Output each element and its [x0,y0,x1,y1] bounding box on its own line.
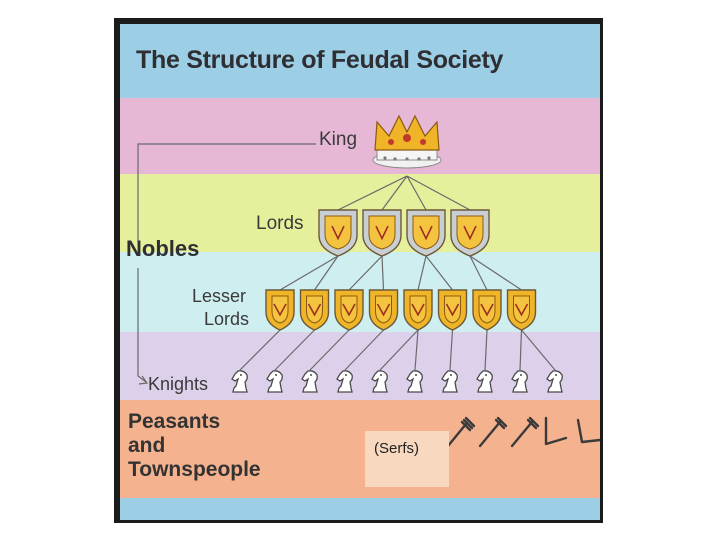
peasant-tool-icon [544,416,568,446]
king-label: King [319,129,358,150]
lords-band [120,174,600,252]
tools-row [446,416,600,448]
lesser-lord-shield-icon [506,289,537,331]
peasants-label-line3: Townspeople [128,458,261,481]
lesser-lords-label-line2: Lords [204,309,250,329]
peasants-label-line1: Peasants [128,410,221,433]
knight-horse-icon [511,370,528,393]
lords-label: Lords [256,213,304,234]
peasants-label-line2: and [128,434,166,457]
knight-horse-icon [336,370,353,393]
nobles-label: Nobles [126,236,200,261]
serfs-overlay-box [365,431,449,487]
serfs-label: (Serfs) [374,440,419,457]
lesser-lord-shield-icon [265,289,295,331]
knight-horse-icon [546,370,563,393]
knight-horse-icon [406,370,423,393]
bottom-band [120,498,600,520]
peasant-tool-icon [510,416,540,448]
peasant-tool-icon [576,418,600,444]
king-band [120,98,600,174]
lesser-lord-shield-icon [334,289,364,331]
lords-row [318,209,490,257]
knight-horse-icon [371,370,388,393]
knights-row [231,370,563,393]
lord-shield-icon [406,209,446,257]
lesser-lords-row [265,289,537,331]
crown-icon [372,114,442,169]
lesser-lord-shield-icon [403,289,433,331]
lesser-lord-shield-icon [437,289,468,331]
knight-horse-icon [231,370,248,393]
lord-shield-icon [362,209,402,257]
peasant-tool-icon [446,416,476,448]
connector-lines [239,175,556,371]
peasants-band [120,400,600,498]
nobles-bracket [137,143,316,385]
peasant-tool-icon [478,416,508,448]
knight-horse-icon [476,370,493,393]
knight-horse-icon [301,370,318,393]
knight-horse-icon [441,370,458,393]
diagram-title: The Structure of Feudal Society [136,46,504,74]
feudal-diagram-panel: The Structure of Feudal Society King Lor… [120,24,600,520]
lesser-lord-shield-icon [368,289,399,331]
knight-horse-icon [266,370,283,393]
title-band [120,24,600,98]
lesser-lord-shield-icon [299,289,330,331]
knights-label: Knights [148,374,209,394]
lesser-lord-shield-icon [472,289,502,331]
lord-shield-icon [318,209,358,257]
hierarchy-diagram [137,114,600,448]
lord-shield-icon [450,209,490,257]
lesser-lords-label-line1: Lesser [192,286,247,306]
